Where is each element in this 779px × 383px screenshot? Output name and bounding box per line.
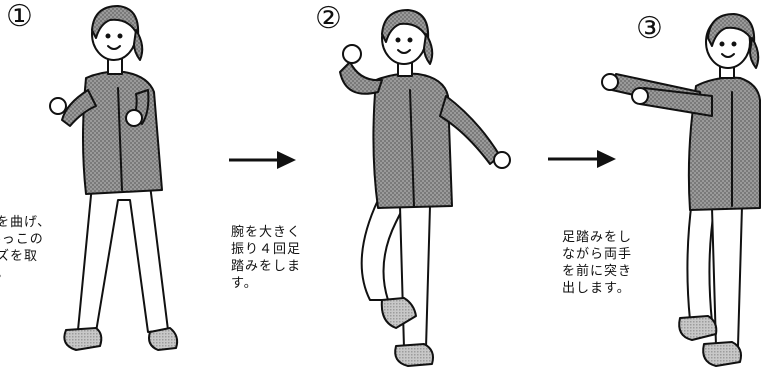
arrow-right-icon — [229, 151, 296, 169]
step-3-number: ③ — [636, 11, 663, 46]
step-2-number: ② — [315, 1, 342, 36]
step-1-number: ① — [6, 0, 33, 34]
figure-step-1 — [49, 5, 179, 351]
figure-step-2 — [339, 9, 511, 367]
step-2-caption: 腕を大きく 振り４回足 踏みをしま す。 — [231, 225, 302, 291]
figure-step-3 — [601, 13, 761, 367]
step-3-caption: 足踏みをし ながら両手 を前に突き 出します。 — [562, 230, 633, 296]
step-1-caption: を曲げ、 -っこの ズを取 。 — [0, 215, 52, 281]
arrow-right-icon — [548, 150, 616, 168]
